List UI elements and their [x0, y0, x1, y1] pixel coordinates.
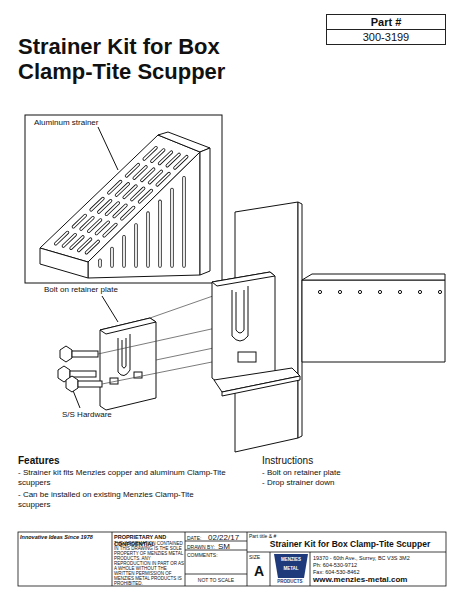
date-value: 02/22/17	[208, 533, 246, 543]
part-number-box: Part #300-3199	[326, 14, 446, 45]
field-label: DATE:	[187, 535, 209, 541]
section-heading: Instructions	[262, 455, 382, 467]
retainer-plate	[100, 318, 156, 410]
fax: Fax: 604-530-8462	[313, 569, 446, 576]
logo-text: MENZIES	[274, 557, 308, 562]
phone: Ph: 604-530-9712	[313, 562, 446, 569]
part-number: 300-3199	[327, 30, 445, 44]
address: 19370 - 60th Ave., Surrey, BC V3S 3M2	[313, 555, 446, 562]
callout-label: S/S Hardware	[62, 410, 142, 420]
title-block	[18, 532, 446, 586]
field-label: DRAWN BY:	[187, 544, 217, 550]
scale-note: NOT TO SCALE	[187, 577, 245, 583]
leader-line	[102, 296, 118, 322]
size-value: A	[249, 563, 269, 580]
leader-line	[98, 127, 118, 170]
feature-item: - Can be installed on existing Menzies C…	[18, 490, 228, 509]
website: www.menzies-metal.com	[313, 575, 446, 585]
aluminum-strainer	[40, 132, 210, 278]
callout-label: Bolt on retainer plate	[44, 285, 164, 295]
feature-item: - Strainer kit fits Menzies copper and a…	[18, 468, 228, 487]
logo-text: PRODUCTS	[270, 579, 310, 584]
part-label: Part #	[327, 15, 445, 30]
logo-text: METAL	[274, 566, 308, 571]
slogan: Innovative Ideas Since 1978	[20, 534, 110, 541]
page-title: Strainer Kit for Box Clamp-Tite Scupper	[18, 34, 280, 85]
section-heading: Features	[18, 455, 118, 467]
field-label: SIZE	[249, 554, 269, 560]
logo	[274, 554, 308, 578]
part-title: Strainer Kit for Box Clamp-Tite Scupper	[254, 539, 446, 549]
box-scupper	[212, 202, 445, 452]
callout-label: Aluminum strainer	[34, 118, 144, 128]
inset-frame	[25, 115, 222, 283]
field-label: COMMENTS:	[187, 552, 245, 558]
notice-text: THE INFORMATION CONTAINED IN THIS DRAWIN…	[114, 542, 184, 586]
drawn-by-value: SM	[218, 542, 246, 552]
instruction-item: - Bolt on retainer plate	[262, 468, 432, 478]
instruction-item: - Drop strainer down	[262, 478, 432, 488]
field-label: Part title & #	[249, 533, 309, 539]
ss-hardware	[58, 346, 102, 392]
